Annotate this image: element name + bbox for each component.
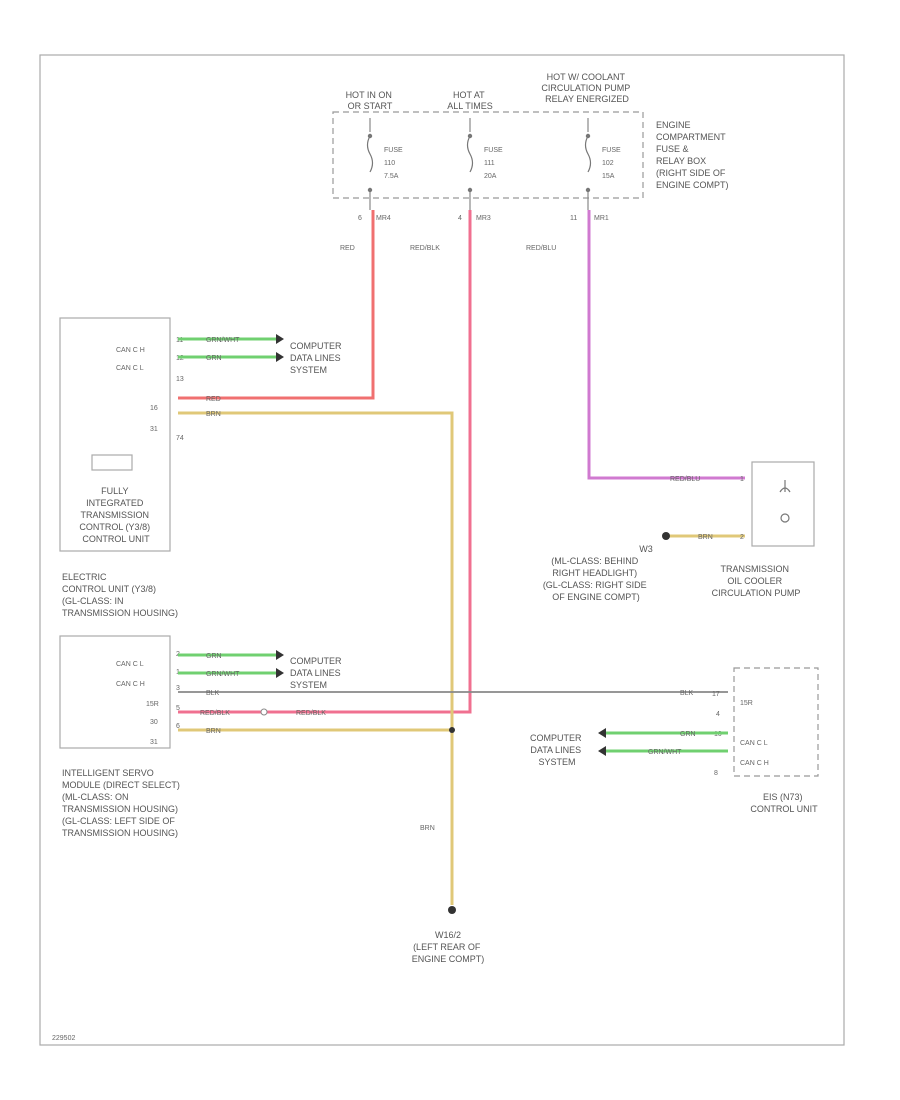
ground-w16-wire: BRN xyxy=(420,825,435,832)
wire-label-red: RED xyxy=(340,245,355,252)
wire-brn-tcu xyxy=(178,411,454,905)
tcu-wire-labels: GRN/WHT GRN RED BRN xyxy=(206,337,241,418)
arrow-icon xyxy=(276,352,284,362)
ism-splice-label: RED/BLK xyxy=(296,710,326,717)
ground-w3-label: (ML-CLASS: BEHIND RIGHT HEADLIGHT) (GL-C… xyxy=(543,556,649,602)
fuse-102: FUSE 102 15A xyxy=(584,118,623,210)
eis-wire-blk: BLK xyxy=(680,690,694,697)
ism-wire-labels: GRN GRN/WHT BLK RED/BLK BRN xyxy=(200,653,241,735)
connector-icon xyxy=(260,708,268,716)
eis-pin-names: 15R CAN C L CAN C H xyxy=(740,700,769,767)
splice-brn xyxy=(449,727,455,733)
fuse-110: FUSE 110 7.5A xyxy=(366,118,405,210)
can-system-label-1: COMPUTER DATA LINES SYSTEM xyxy=(290,341,344,375)
tcu-chip-icon xyxy=(91,454,133,471)
ism-pin-names: CAN C L CAN C H 15R 30 31 xyxy=(116,661,161,746)
arrow-icon xyxy=(598,746,606,756)
ground-w3-dot xyxy=(662,532,670,540)
arrow-icon xyxy=(276,668,284,678)
can-system-label-3: COMPUTER DATA LINES SYSTEM xyxy=(530,733,584,767)
tcu-module: CAN C H CAN C L 11 12 13 16 31 74 FULLY … xyxy=(59,317,284,618)
fuse-102-text: FUSE 102 15A xyxy=(602,147,623,180)
diagram-frame xyxy=(39,54,845,1046)
ground-w16-label: (LEFT REAR OF ENGINE COMPT) xyxy=(412,942,485,964)
hot-label-2: HOT AT ALL TIMES xyxy=(447,90,493,111)
tcu-pin-names: CAN C H CAN C L xyxy=(116,347,147,372)
pump-wire-labels: RED/BLU BRN xyxy=(670,476,713,541)
motor-icon xyxy=(780,513,790,523)
fuse-box: HOT IN ON OR START HOT AT ALL TIMES HOT … xyxy=(332,72,729,222)
fuse-111-text: FUSE 111 20A xyxy=(484,147,505,180)
fuse-111: FUSE 111 20A xyxy=(466,118,505,210)
ism-box xyxy=(59,635,171,749)
tcu-box xyxy=(59,317,171,552)
eis-box xyxy=(733,667,819,777)
ground-w3: W3 (ML-CLASS: BEHIND RIGHT HEADLIGHT) (G… xyxy=(543,544,653,602)
wire-red xyxy=(178,210,375,400)
can-system-label-2: COMPUTER DATA LINES SYSTEM xyxy=(290,656,344,690)
fuse-box-outline xyxy=(332,111,644,199)
hot-label-1: HOT IN ON OR START xyxy=(346,90,395,111)
hot-label-3: HOT W/ COOLANT CIRCULATION PUMP RELAY EN… xyxy=(541,72,632,104)
wire-label-red-blk: RED/BLK xyxy=(410,245,440,252)
ground-w16: BRN W16/2 (LEFT REAR OF ENGINE COMPT) xyxy=(412,825,485,964)
fuse-box-label: ENGINE COMPARTMENT FUSE & RELAY BOX (RIG… xyxy=(656,120,729,190)
arrow-icon xyxy=(276,650,284,660)
ground-w16-dot xyxy=(448,906,456,914)
ground-w3-id: W3 xyxy=(639,544,653,554)
tcu-label: FULLY INTEGRATED TRANSMISSION CONTROL (Y… xyxy=(79,486,152,544)
eis-module: 15R CAN C L CAN C H 17 4 10 8 BLK GRN GR… xyxy=(598,667,819,814)
ism-label: INTELLIGENT SERVO MODULE (DIRECT SELECT)… xyxy=(62,768,182,838)
eis-wire-labels: GRN GRN/WHT xyxy=(648,731,698,756)
ground-w16-id: W16/2 xyxy=(435,930,461,940)
wire-label-red-blu: RED/BLU xyxy=(526,245,556,252)
ism-pin-numbers: 2 1 3 5 6 xyxy=(176,651,182,730)
fuse-110-text: FUSE 110 7.5A xyxy=(384,147,405,180)
fuse-box-connectors: 6 MR4 4 MR3 11 MR1 xyxy=(358,215,609,222)
wire-red-blk xyxy=(178,210,472,714)
oil-cooler-pump: 1 2 RED/BLU BRN TRANSMISSION OIL COOLER … xyxy=(670,461,815,598)
eis-label: EIS (N73) CONTROL UNIT xyxy=(750,792,818,814)
pump-box xyxy=(751,461,815,547)
footer-id: 229502 xyxy=(52,1035,75,1042)
wire-red-blu xyxy=(587,210,745,480)
pump-pins: 1 2 xyxy=(740,476,746,541)
ism-module: CAN C L CAN C H 15R 30 31 2 1 3 5 6 GRN … xyxy=(59,635,326,838)
tcu-pin-numbers: 11 12 13 16 31 74 xyxy=(150,337,186,442)
arrow-icon xyxy=(276,334,284,344)
arrow-icon xyxy=(598,728,606,738)
pump-label: TRANSMISSION OIL COOLER CIRCULATION PUMP xyxy=(712,564,801,598)
tcu-sub-label: ELECTRIC CONTROL UNIT (Y3/8) (GL-CLASS: … xyxy=(62,572,178,618)
